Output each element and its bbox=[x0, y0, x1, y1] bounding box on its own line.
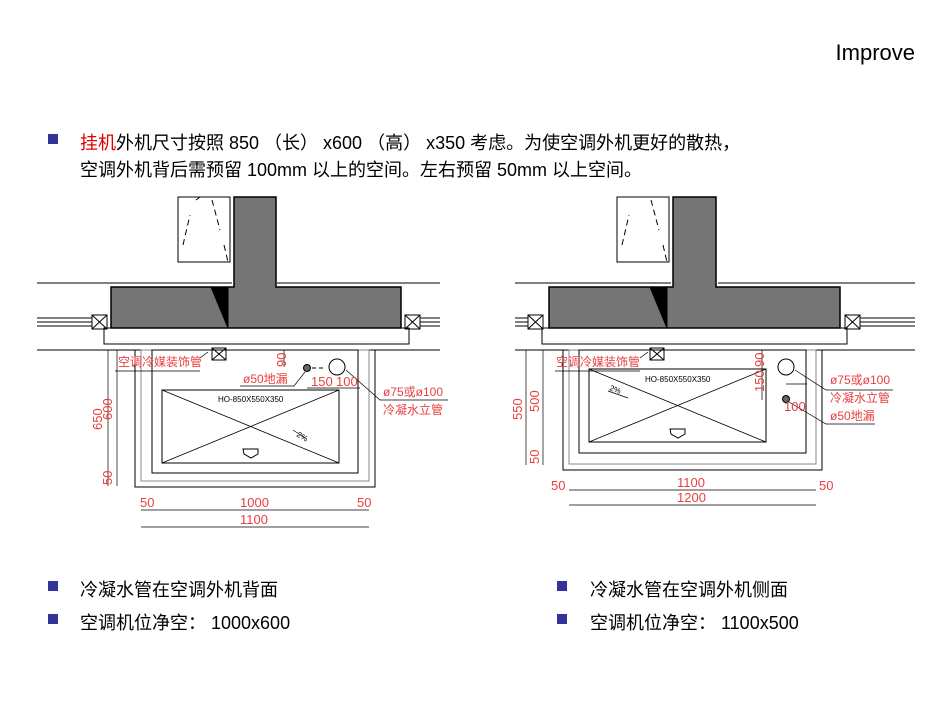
caption-right-1: 冷凝水管在空调外机侧面 bbox=[590, 580, 788, 600]
airflow-arrow-icon bbox=[669, 428, 686, 439]
dim-50-right: 50 bbox=[357, 495, 371, 510]
intro-line-1: 挂机外机尺寸按照 850 （长） x600 （高） x350 考虑。为使空调外机… bbox=[80, 129, 740, 155]
bullet-icon bbox=[48, 134, 58, 144]
floor-drain-label: ø50地漏 bbox=[830, 409, 875, 423]
dim-1200: 1200 bbox=[677, 490, 706, 505]
dim-600: 600 bbox=[100, 398, 115, 420]
caption-right-2: 空调机位净空： 1100x500 bbox=[590, 613, 799, 633]
dim-1100: 1100 bbox=[240, 512, 268, 527]
slope-label: 2% bbox=[608, 383, 622, 395]
dim-550: 550 bbox=[510, 398, 525, 420]
wall-section bbox=[110, 196, 402, 329]
ac-model-label: HO-850X550X350 bbox=[218, 395, 284, 404]
dim-100: 100 bbox=[784, 399, 806, 414]
dim-1100: 1100 bbox=[677, 475, 705, 490]
dim-50-vertical: 50 bbox=[100, 471, 115, 485]
dim-650: 650 bbox=[90, 408, 105, 430]
riser-pipe-icon bbox=[328, 358, 346, 376]
ac-model-label: HO-850X550X350 bbox=[645, 375, 711, 384]
dim-100: 100 bbox=[336, 374, 358, 389]
dim-50-left: 50 bbox=[140, 495, 154, 510]
intro-line-1-text: 外机尺寸按照 850 （长） x600 （高） x350 考虑。为使空调外机更好… bbox=[116, 133, 741, 153]
slide-title: Improve bbox=[835, 40, 915, 65]
bullet-icon bbox=[557, 614, 567, 624]
floor-drain-icon bbox=[782, 395, 790, 403]
riser-label: 冷凝水立管 bbox=[383, 402, 443, 417]
slope-label: 2% bbox=[295, 430, 310, 444]
caption-left-1: 冷凝水管在空调外机背面 bbox=[80, 580, 278, 600]
ac-unit bbox=[161, 389, 340, 464]
floor-drain-label: ø50地漏 bbox=[243, 372, 288, 386]
window-swing bbox=[182, 196, 229, 263]
dim-50-right: 50 bbox=[819, 478, 833, 493]
pipe-label: 空调冷媒装饰管 bbox=[118, 354, 202, 369]
dim-150: 150 bbox=[752, 370, 767, 392]
intro-highlight: 挂机 bbox=[80, 133, 116, 153]
dim-150: 150 bbox=[311, 374, 333, 389]
bullet-icon bbox=[48, 581, 58, 591]
dim-90: 90 bbox=[274, 353, 289, 367]
wall-wedge bbox=[210, 286, 229, 329]
riser-size-label: ø75或ø100 bbox=[383, 385, 443, 399]
dim-50-vertical: 50 bbox=[527, 450, 542, 464]
dim-90: 90 bbox=[752, 353, 767, 367]
intro-line-2: 空调外机背后需预留 100mm 以上的空间。左右预留 50mm 以上空间。 bbox=[80, 160, 643, 180]
caption-left-2: 空调机位净空： 1000x600 bbox=[80, 613, 291, 633]
riser-label: 冷凝水立管 bbox=[830, 390, 890, 405]
airflow-arrow-icon bbox=[242, 448, 259, 459]
dim-500: 500 bbox=[527, 390, 542, 412]
dim-1000: 1000 bbox=[240, 495, 269, 510]
riser-pipe-icon bbox=[777, 358, 795, 376]
bullet-icon bbox=[48, 614, 58, 624]
drawing-right: 空调冷媒装饰管 ø75或ø100 冷凝水立管 ø50地漏 HO-850X550X… bbox=[510, 196, 915, 506]
bullet-icon bbox=[557, 581, 567, 591]
window-frame bbox=[177, 196, 231, 263]
dim-50-left: 50 bbox=[551, 478, 565, 493]
pipe-label: 空调冷媒装饰管 bbox=[556, 354, 640, 369]
drawing-left: 空调冷媒装饰管 ø50地漏 ø75或ø100 冷凝水立管 HO-850X550X… bbox=[37, 196, 448, 528]
floor-drain-icon bbox=[303, 364, 311, 372]
riser-size-label: ø75或ø100 bbox=[830, 373, 890, 387]
